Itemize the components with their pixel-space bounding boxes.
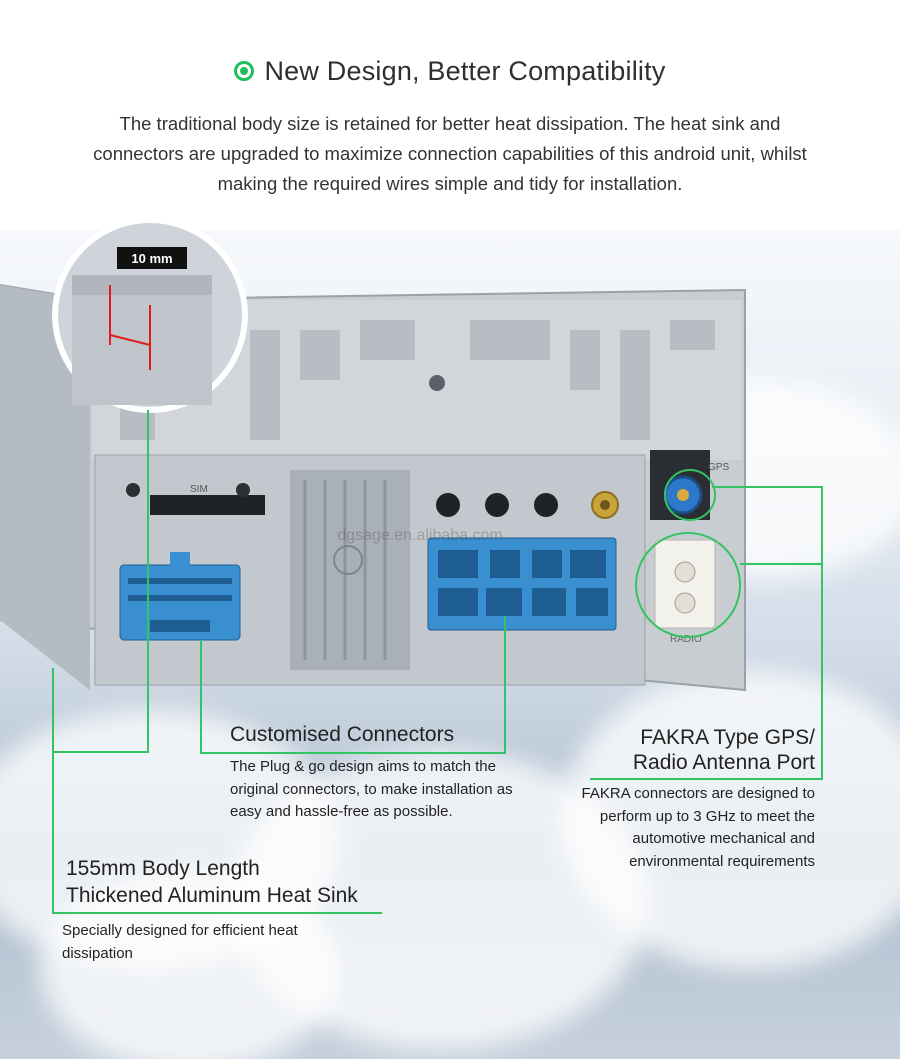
sim-slot — [150, 495, 265, 515]
leader-connectors-v1 — [200, 640, 202, 754]
heatsink-title-line2: Thickened Aluminum Heat Sink — [66, 884, 358, 907]
av-port-3 — [534, 493, 558, 517]
av-port-2 — [485, 493, 509, 517]
connectors-text: The Plug & go design aims to match the o… — [230, 758, 513, 820]
fakra-title-line2: Radio Antenna Port — [632, 751, 815, 774]
radio-dot-icon — [234, 61, 255, 81]
leader-heatsink-v1 — [147, 410, 149, 753]
leader-connectors-v2 — [504, 616, 506, 754]
connectors-title: Customised Connectors — [230, 723, 455, 746]
measure-tag-text: 10 mm — [131, 251, 172, 266]
leader-connectors-underline — [200, 752, 505, 754]
radio-label: RADIO — [670, 634, 702, 645]
leader-radio-h — [740, 563, 823, 565]
sim-label: SIM — [190, 484, 208, 495]
page-subtitle: The traditional body size is retained fo… — [93, 113, 807, 194]
leader-heatsink-underline — [52, 912, 382, 914]
gps-label: GPS — [708, 462, 729, 473]
leader-fakra-underline — [590, 778, 823, 780]
center-heat-sink — [290, 470, 410, 670]
page-title: New Design, Better Compatibility — [0, 56, 900, 87]
radio-port-housing — [654, 539, 716, 629]
chassis-side — [0, 285, 90, 690]
leader-gps-h — [712, 486, 823, 488]
header: New Design, Better Compatibility The tra… — [0, 0, 900, 230]
av-port-1 — [436, 493, 460, 517]
leader-heatsink-v2 — [52, 668, 54, 914]
leader-heatsink-h1 — [52, 751, 149, 753]
watermark: dgsage.en.alibaba.com — [337, 527, 502, 544]
screw-hole — [429, 375, 445, 391]
fakra-text: FAKRA connectors are designed to perform… — [581, 785, 815, 870]
leader-fakra-v — [821, 486, 823, 780]
heatsink-text: Specially designed for efficient heat di… — [62, 922, 298, 962]
page-title-text: New Design, Better Compatibility — [264, 56, 666, 86]
center-heat-sink-ribs — [303, 480, 387, 660]
heatsink-title-line1: 155mm Body Length — [66, 857, 260, 880]
fakra-title-line1: FAKRA Type GPS/ — [640, 726, 815, 749]
measure-tag — [117, 247, 187, 269]
